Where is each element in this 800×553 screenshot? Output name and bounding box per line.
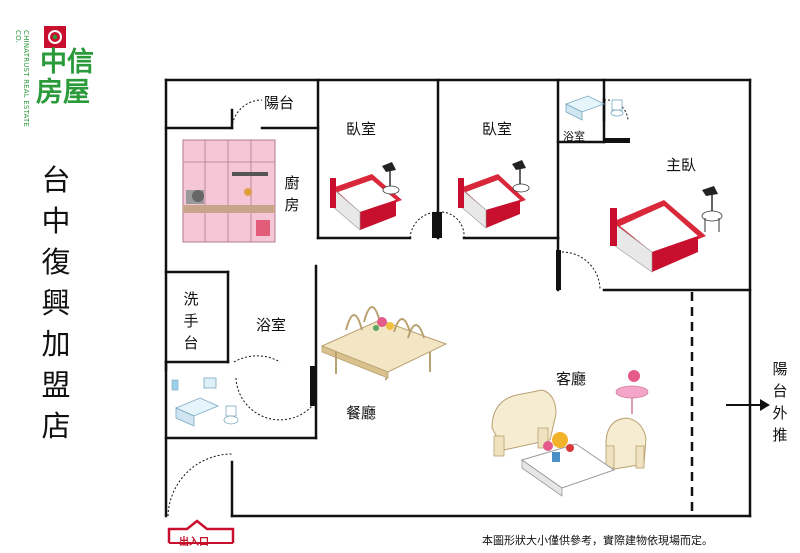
flower-icon	[543, 432, 574, 462]
bathtub-icon	[564, 95, 606, 121]
room-label-bath-small: 浴室	[563, 130, 585, 143]
room-label-bath: 浴室	[256, 316, 287, 334]
kitchen-illustration-icon	[182, 139, 276, 243]
sofa-icon	[491, 389, 557, 457]
balcony-out-label: 陽台外推	[772, 360, 788, 444]
entrance-icon	[167, 519, 235, 544]
room-label-bedroom-1: 臥室	[346, 120, 377, 138]
arrow-right-icon	[726, 399, 770, 411]
room-label-bedroom-2: 臥室	[482, 120, 513, 138]
bathtub-icon	[174, 397, 220, 427]
room-label-master: 主臥	[666, 156, 697, 174]
brand-mark-icon	[44, 26, 66, 48]
coffee-table-icon	[520, 443, 616, 497]
room-label-dining: 餐廳	[346, 404, 377, 422]
dining-table-icon	[320, 306, 448, 380]
sofa-icon	[605, 417, 647, 471]
lamp-icon	[382, 162, 400, 195]
side-table-icon	[615, 370, 649, 414]
room-label-living: 客廳	[556, 370, 587, 388]
sink-icon	[171, 377, 217, 391]
flower-icon	[373, 317, 394, 331]
room-label-balcony: 陽台	[264, 94, 295, 112]
entrance-label: 出入口	[179, 537, 209, 548]
toilet-icon	[223, 405, 239, 425]
room-label-kitchen: 廚房	[284, 174, 300, 214]
lamp-icon	[512, 160, 530, 193]
bed-icon	[330, 174, 402, 231]
bed-icon	[610, 200, 706, 273]
bed-icon	[458, 174, 526, 229]
brand-name-cn-line2: 房屋	[36, 77, 90, 108]
brand-name-cn: 中信 房屋	[36, 48, 106, 108]
room-label-wash: 洗手台	[183, 290, 199, 352]
brand-name-latin: CHINATRUST REAL ESTATE CO.	[14, 30, 30, 128]
store-name: 台中復興加盟店	[41, 163, 71, 443]
lamp-icon	[701, 186, 723, 232]
toilet-icon	[610, 99, 624, 117]
disclaimer-footnote: 本圖形狀大小僅供參考，實際建物依現場而定。	[482, 534, 713, 547]
brand-name-cn-line1: 中信	[40, 47, 94, 78]
